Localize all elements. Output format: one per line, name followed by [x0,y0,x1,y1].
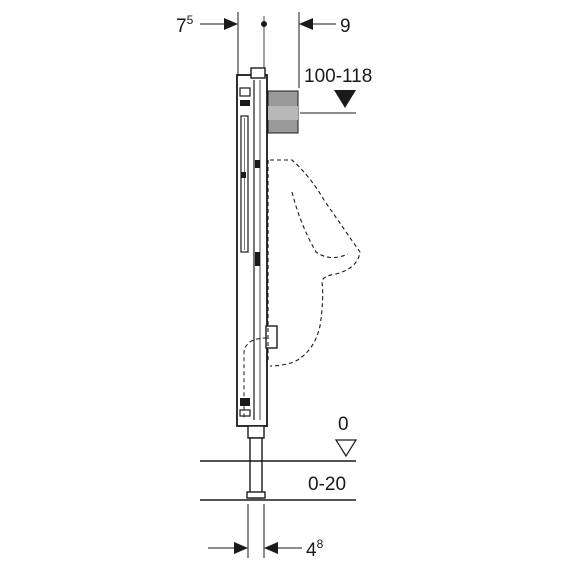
floor-level-group: 0 0-20 [200,414,358,501]
urinal-outline [267,159,361,367]
bottom-left-arrowhead [234,542,248,554]
frame-mid-clip-lower [255,252,260,266]
top-left-dimension: 75 [176,13,194,37]
bottom-right-arrowhead [264,542,278,554]
frame-top-bracket [239,87,251,97]
frame-bottom-cap [247,425,265,439]
frame-left-clip [241,172,246,178]
inlet-level-marker [334,90,356,108]
top-dimension-group: 75 9 [176,12,351,88]
frame-foot-plate [246,491,266,499]
floor-range-dimension: 0-20 [308,474,346,495]
frame-bottom-bracket [240,398,250,406]
outlet-connection [265,325,278,349]
urinal-body [269,159,361,367]
frame-foot [249,437,263,499]
frame-top-bracket-fill [240,100,250,106]
bottom-dimension-group: 48 [208,504,324,561]
top-left-arrowhead [224,18,238,30]
water-inlet-dimension: 100-118 [304,66,372,87]
drain-elbow [243,337,268,420]
inlet-connection-highlight [268,106,298,120]
frame-top-cap [250,67,266,79]
water-inlet-group: 100-118 [267,66,372,134]
urinal-bowl-inner [291,191,349,259]
floor-level-marker [334,439,358,458]
floor-level-dimension: 0 [338,414,349,435]
installation-frame [236,67,278,499]
bottom-dimension: 48 [306,537,324,561]
frame-mid-clip-upper [255,160,260,168]
frame-bottom-bracket-2 [239,409,251,417]
top-right-arrowhead [299,18,313,30]
top-right-dimension: 9 [340,16,351,37]
